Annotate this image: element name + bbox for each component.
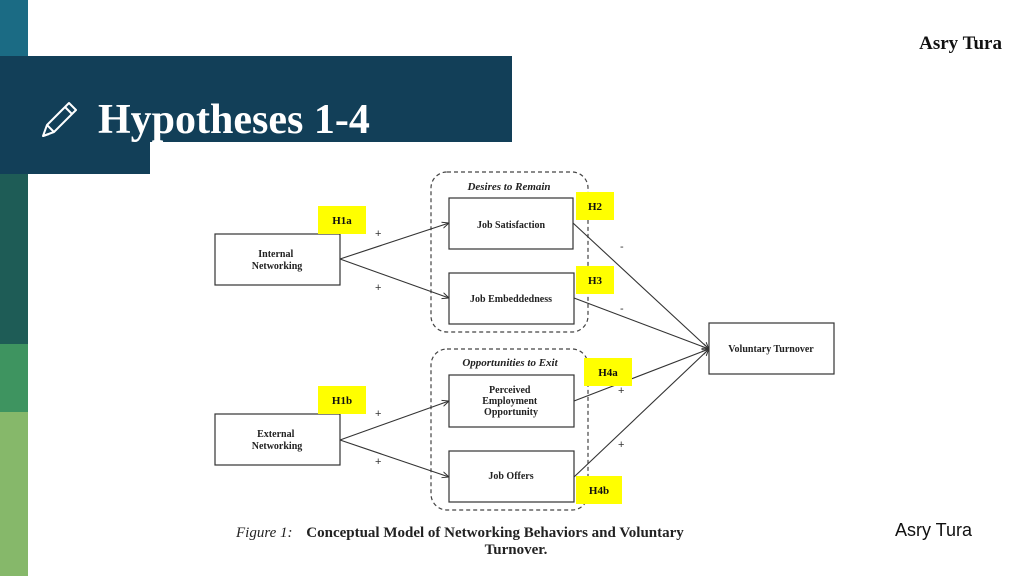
hypothesis-h3-bg xyxy=(576,266,614,294)
pencil-icon xyxy=(42,102,77,137)
caption-line-2: Turnover. xyxy=(484,542,548,558)
sign-internal-embeddedness: + xyxy=(375,282,381,294)
arrow-internal-to-embeddedness xyxy=(339,258,449,298)
group-opportunities-to-exit xyxy=(430,348,589,511)
hypothesis-h4b-bg xyxy=(576,476,622,504)
hypothesis-h1b-bg xyxy=(318,386,366,414)
sign-external-perceived: + xyxy=(375,408,381,420)
box-label-perceived: Perceived Employment Opportunity xyxy=(482,385,540,418)
arrow-internal-to-satisfaction xyxy=(339,223,449,260)
stripe-dark xyxy=(0,174,28,344)
box-voluntary-turnover xyxy=(708,322,835,375)
author-name-top: Asry Tura xyxy=(919,33,1002,54)
box-perceived-employment-opportunity xyxy=(448,374,575,428)
figure-caption: Figure 1: Conceptual Model of Networking… xyxy=(236,525,836,559)
box-label-turnover: Voluntary Turnover xyxy=(728,344,814,355)
sign-external-offers: + xyxy=(375,456,381,468)
box-job-satisfaction xyxy=(448,197,574,250)
group-label-remain: Desires to Remain xyxy=(466,181,550,193)
box-label-internal: Internal Networking xyxy=(252,249,303,272)
page-title: Hypotheses 1-4 xyxy=(98,97,370,143)
stripe-light-green xyxy=(0,412,28,576)
box-internal-networking xyxy=(214,233,341,286)
title-bar-tab xyxy=(0,142,150,174)
arrow-external-to-offers xyxy=(339,439,449,477)
arrow-offers-to-turnover xyxy=(573,349,709,478)
box-job-offers xyxy=(448,450,575,503)
author-name-bottom: Asry Tura xyxy=(895,520,973,540)
arrow-external-to-perceived xyxy=(339,401,449,441)
hypothesis-h2: H2 xyxy=(588,201,603,213)
box-job-embeddedness xyxy=(448,272,575,325)
hypothesis-h1b: H1b xyxy=(332,395,352,407)
hypothesis-h4a-bg xyxy=(584,358,632,386)
group-desires-to-remain xyxy=(430,171,589,333)
sign-offers-turnover: + xyxy=(618,439,624,451)
hypothesis-h4b: H4b xyxy=(589,485,609,497)
arrow-perceived-to-turnover xyxy=(573,349,709,402)
title-bar xyxy=(0,56,512,142)
arrow-embeddedness-to-turnover xyxy=(573,297,709,349)
hypothesis-h4a: H4a xyxy=(598,367,618,379)
hypothesis-h1a-bg xyxy=(318,206,366,234)
box-label-job-embeddedness: Job Embeddedness xyxy=(470,294,552,305)
group-label-exit: Opportunities to Exit xyxy=(462,357,558,369)
caption-line-1: Conceptual Model of Networking Behaviors… xyxy=(306,525,684,541)
sign-satisfaction-turnover: - xyxy=(620,241,624,253)
stripe-top xyxy=(0,0,28,56)
box-label-job-satisfaction: Job Satisfaction xyxy=(477,220,546,231)
hypothesis-h2-bg xyxy=(576,192,614,220)
stripe-green xyxy=(0,344,28,412)
arrow-satisfaction-to-turnover xyxy=(572,222,709,349)
sign-embeddedness-turnover: - xyxy=(620,303,624,315)
box-external-networking xyxy=(214,413,341,466)
sign-perceived-turnover: + xyxy=(618,385,624,397)
sign-internal-satisfaction: + xyxy=(375,228,381,240)
box-label-job-offers: Job Offers xyxy=(488,471,533,482)
hypothesis-h3: H3 xyxy=(588,275,603,287)
caption-figure-number: Figure 1: xyxy=(236,525,293,541)
box-label-external: External Networking xyxy=(252,429,303,452)
hypothesis-h1a: H1a xyxy=(332,215,352,227)
